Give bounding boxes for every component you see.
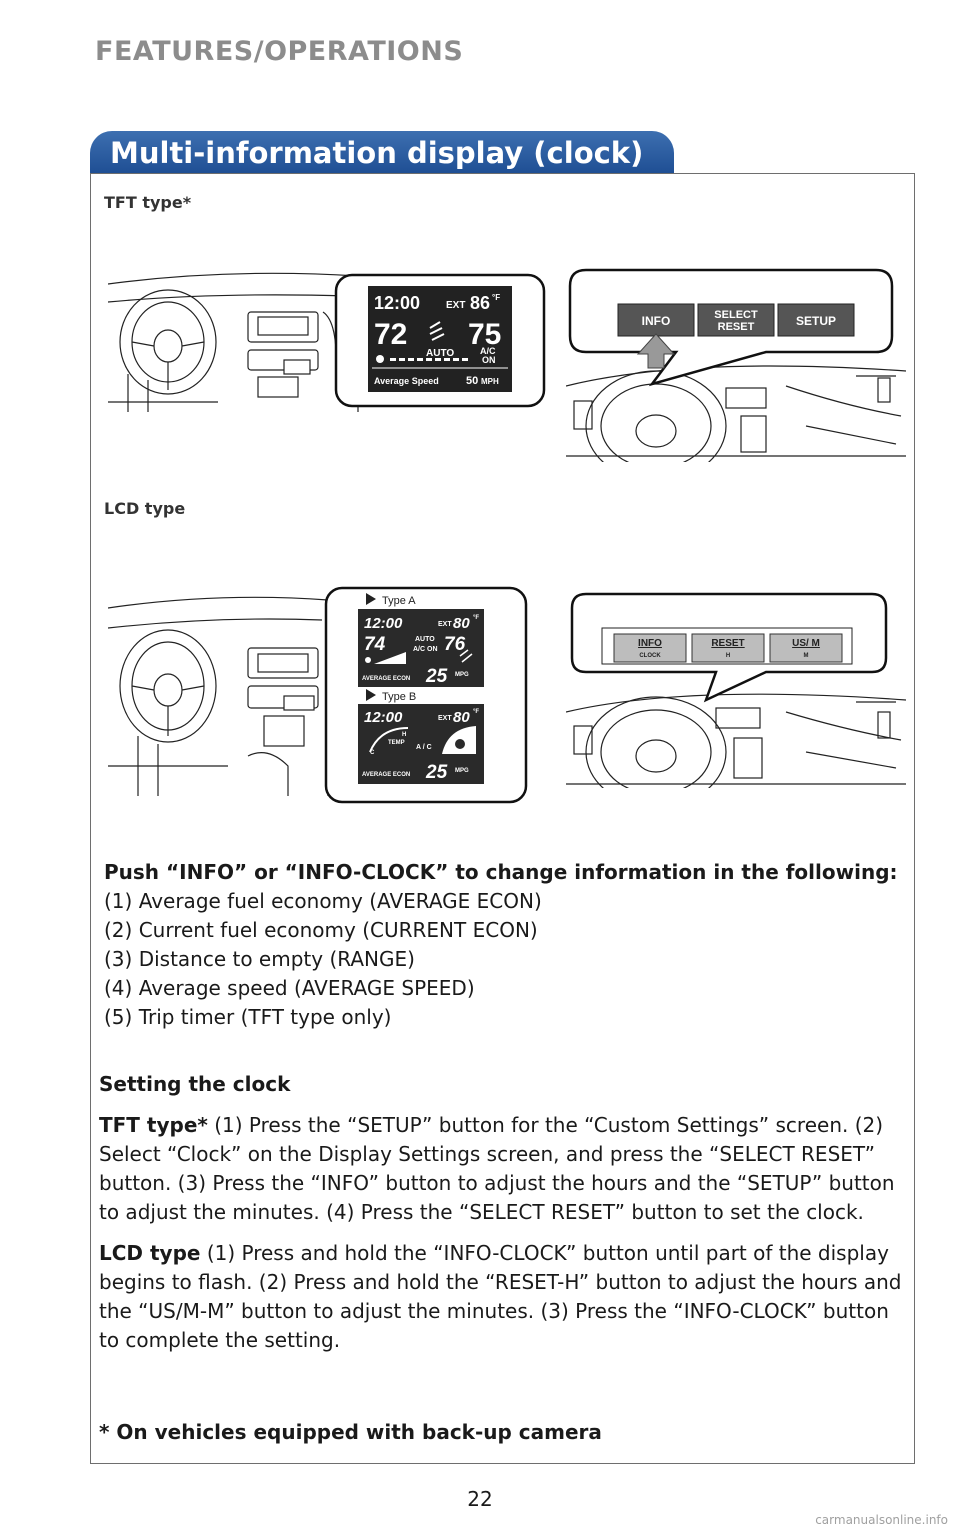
info-button-label: INFO (642, 314, 671, 328)
type-a-display: 12:00 EXT 80 °F 74 AUTO A/C ON 76 AVERAG… (358, 609, 484, 687)
type-a-marker: Type A (366, 593, 416, 607)
type-b-cold: C (370, 750, 375, 756)
tft-info-label: Average Speed (374, 376, 439, 386)
select-reset-button[interactable]: SELECT RESET (697, 303, 775, 337)
intro-text: Push “INFO” or “INFO-CLOCK” to change in… (104, 858, 914, 1032)
tft-instructions: TFT type* (1) Press the “SETUP” button f… (99, 1111, 914, 1227)
tft-right-temp: 75 (468, 318, 501, 351)
list-item: (5) Trip timer (TFT type only) (104, 1005, 392, 1029)
list-item: (2) Current fuel economy (CURRENT ECON) (104, 918, 538, 942)
us-m-sub: M (804, 653, 809, 659)
type-a-econ-value: 25 (425, 666, 448, 687)
type-a-econ-unit: MPG (455, 672, 469, 678)
type-a-mode: AUTO (415, 636, 435, 643)
reset-h-button[interactable]: RESET H (691, 633, 765, 663)
list-item: (3) Distance to empty (RANGE) (104, 947, 415, 971)
type-a-time: 12:00 (364, 615, 403, 632)
type-a-label: Type A (382, 595, 416, 607)
section-label: FEATURES/OPERATIONS (95, 36, 464, 67)
reset-label: RESET (718, 321, 755, 333)
lcd-dashboard-illustration: Type A 12:00 EXT 80 °F 74 AUTO A/C ON 76… (108, 586, 528, 804)
type-b-marker: Type B (366, 689, 416, 703)
tft-dashboard-illustration: 12:00 EXT 86 °F 72 75 AUTO A/C ON Averag… (108, 272, 546, 412)
type-b-label: Type B (382, 691, 416, 703)
tft-left-temp: 72 (374, 318, 407, 351)
intro-lead: Push “INFO” or “INFO-CLOCK” to change in… (104, 860, 898, 884)
list-item: (1) Average fuel economy (AVERAGE ECON) (104, 889, 542, 913)
info-clock-sub: CLOCK (639, 653, 661, 659)
content-panel (90, 173, 915, 1464)
tft-display-callout: 12:00 EXT 86 °F 72 75 AUTO A/C ON Averag… (334, 273, 546, 408)
info-button[interactable]: INFO (617, 303, 695, 337)
tft-info-value: 50 (466, 375, 478, 387)
lcd-steering-illustration: INFO CLOCK RESET H US/ M M (566, 592, 906, 788)
lcd-instructions-label: LCD type (99, 1241, 201, 1265)
tft-time: 12:00 (374, 293, 420, 313)
tft-outside-temp: 86 (470, 293, 490, 313)
type-b-econ-unit: MPG (455, 768, 469, 774)
type-b-fan-icon (455, 739, 465, 749)
tft-temp-unit: °F (492, 293, 500, 302)
fan-icon (376, 355, 384, 363)
type-b-econ-value: 25 (425, 762, 448, 783)
type-b-ext: EXT (438, 715, 452, 722)
us-m-button[interactable]: US/ M M (769, 633, 843, 663)
reset-h-label: RESET (711, 638, 744, 649)
lcd-instructions-text: (1) Press and hold the “INFO-CLOCK” butt… (99, 1241, 902, 1352)
tft-info-unit: MPH (481, 377, 499, 386)
info-clock-button[interactable]: INFO CLOCK (613, 633, 687, 663)
setup-button-label: SETUP (796, 314, 836, 328)
type-b-time: 12:00 (364, 709, 403, 726)
tft-steering-illustration: INFO SELECT RESET SETUP (566, 268, 906, 462)
type-a-left-temp: 74 (364, 634, 386, 655)
lcd-type-label: LCD type (104, 499, 186, 518)
type-a-econ-label: AVERAGE ECON (362, 676, 410, 682)
type-a-outside-temp: 80 (453, 615, 470, 632)
type-a-fan-level-icon (374, 652, 406, 664)
type-b-display: 12:00 EXT 80 °F H C TEMP A / C AVERAGE E… (358, 704, 484, 784)
type-a-ac: A/C ON (413, 646, 438, 653)
type-a-temp-unit: °F (473, 615, 479, 621)
type-b-hot: H (402, 732, 406, 738)
clock-setting-section: Setting the clock TFT type* (1) Press th… (99, 1070, 914, 1367)
type-b-temp-label: TEMP (388, 740, 405, 746)
tft-instructions-label: TFT type* (99, 1113, 208, 1137)
type-a-fan-icon (365, 657, 371, 663)
us-m-label: US/ M (792, 638, 820, 649)
tft-ac-label: A/C (480, 346, 496, 356)
type-b-econ-label: AVERAGE ECON (362, 772, 410, 778)
type-a-airflow-icon (459, 649, 473, 663)
type-b-ac: A / C (416, 744, 432, 751)
pointer-arrow-icon (636, 333, 676, 369)
setting-heading: Setting the clock (99, 1072, 291, 1096)
tft-ext-label: EXT (446, 300, 465, 311)
select-label: SELECT (714, 309, 758, 321)
info-clock-label: INFO (638, 638, 662, 649)
fan-speed-bar (390, 358, 468, 361)
section-banner: Multi-information display (clock) (90, 131, 674, 173)
type-a-right-temp: 76 (444, 634, 466, 655)
page-number: 22 (467, 1487, 493, 1511)
lcd-instructions: LCD type (1) Press and hold the “INFO-CL… (99, 1239, 914, 1355)
list-item: (4) Average speed (AVERAGE SPEED) (104, 976, 475, 1000)
reset-h-sub: H (726, 653, 730, 659)
airflow-icon (429, 321, 445, 341)
watermark: carmanualsonline.info (815, 1513, 948, 1527)
tft-instructions-text: (1) Press the “SETUP” button for the “Cu… (99, 1113, 895, 1224)
tft-ac-state: ON (482, 355, 496, 365)
footnote: * On vehicles equipped with back-up came… (99, 1420, 602, 1444)
type-b-outside-temp: 80 (453, 709, 470, 726)
setup-button[interactable]: SETUP (777, 303, 855, 337)
type-b-temp-unit: °F (473, 709, 479, 715)
type-b-temp-arc (369, 727, 409, 753)
tft-type-label: TFT type* (104, 193, 192, 212)
tft-mode: AUTO (426, 348, 454, 359)
type-a-ext: EXT (438, 621, 452, 628)
